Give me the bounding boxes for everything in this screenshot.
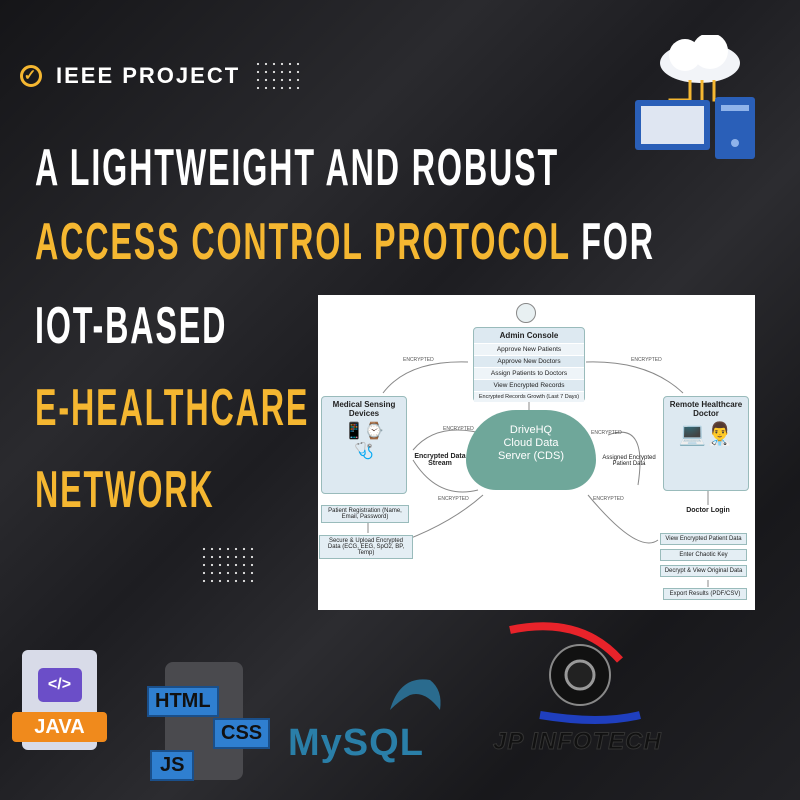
- dots-decoration: [254, 60, 305, 92]
- architecture-diagram: Admin Console Approve New Patients Appro…: [318, 295, 755, 610]
- doctor-title: Remote Healthcare Doctor: [669, 400, 743, 418]
- code-icon: </>: [37, 668, 82, 702]
- mysql-label: MySQL: [288, 722, 424, 764]
- doctor-step: View Encrypted Patient Data: [660, 533, 747, 545]
- stream-label: Encrypted Data Stream: [414, 453, 466, 467]
- patient-registration: Patient Registration (Name, Email, Passw…: [321, 505, 409, 523]
- doctor-step: Export Results (PDF/CSV): [663, 588, 747, 600]
- cloud-line: Server (CDS): [497, 450, 564, 462]
- admin-title: Admin Console: [499, 331, 559, 340]
- upload-data: Secure & Upload Encrypted Data (ECG, EEG…: [319, 535, 413, 559]
- cloud-computer-icon: [635, 35, 755, 159]
- encrypted-tag: ENCRYPTED: [443, 426, 474, 432]
- doctor-box: Remote Healthcare Doctor 💻👨‍⚕️: [663, 396, 749, 491]
- encrypted-tag: ENCRYPTED: [591, 430, 622, 436]
- encrypted-tag: ENCRYPTED: [631, 357, 662, 363]
- java-logo: </> JAVA: [12, 650, 107, 750]
- mysql-logo: MySQL: [288, 722, 424, 765]
- admin-item: Approve New Doctors: [474, 355, 584, 367]
- admin-item: Encrypted Records Growth (Last 7 Days): [474, 391, 584, 402]
- cloud-line: Cloud Data: [503, 437, 559, 449]
- badge-label: IEEE PROJECT: [56, 63, 241, 88]
- check-icon: ✓: [20, 65, 42, 87]
- devices-title: Medical Sensing Devices: [332, 400, 396, 418]
- title-line-3: IOT-BASED: [35, 297, 228, 355]
- java-label: JAVA: [12, 712, 107, 742]
- jp-infotech-emblem: [509, 622, 641, 724]
- dolphin-icon: [390, 679, 441, 710]
- doctor-login: Doctor Login: [686, 507, 730, 514]
- devices-icon: 📱⌚🩺: [344, 423, 384, 460]
- doctor-icon: 💻👨‍⚕️: [678, 421, 734, 446]
- company-name: JP INFOTECH: [493, 728, 662, 756]
- title-line-5: NETWORK: [35, 461, 215, 519]
- title-line-4: E-HEALTHCARE: [35, 379, 310, 437]
- assigned-label: Assigned Encrypted Patient Data: [602, 455, 656, 467]
- admin-avatar-icon: [516, 303, 536, 323]
- cloud-line: DriveHQ: [509, 424, 553, 436]
- title-line-1: A LIGHTWEIGHT AND ROBUST: [35, 139, 560, 197]
- doctor-step: Decrypt & View Original Data: [660, 565, 747, 577]
- css-label: CSS: [213, 718, 271, 749]
- doctor-step: Enter Chaotic Key: [660, 549, 747, 561]
- js-label: JS: [150, 750, 195, 781]
- admin-console: Admin Console Approve New Patients Appro…: [473, 327, 585, 402]
- title-highlight: ACCESS CONTROL PROTOCOL: [35, 213, 571, 271]
- title-for: FOR: [570, 213, 655, 271]
- encrypted-tag: ENCRYPTED: [403, 357, 434, 363]
- html-label: HTML: [147, 686, 219, 717]
- admin-item: View Encrypted Records: [474, 379, 584, 391]
- admin-item: Assign Patients to Doctors: [474, 367, 584, 379]
- admin-item: Approve New Patients: [474, 343, 584, 355]
- dots-decoration: [200, 545, 256, 585]
- encrypted-tag: ENCRYPTED: [438, 496, 469, 502]
- medical-devices-box: Medical Sensing Devices 📱⌚🩺: [321, 396, 407, 494]
- encrypted-tag: ENCRYPTED: [593, 496, 624, 502]
- title-line-2: ACCESS CONTROL PROTOCOL FOR: [35, 212, 655, 272]
- ieee-badge: ✓ IEEE PROJECT: [20, 60, 305, 92]
